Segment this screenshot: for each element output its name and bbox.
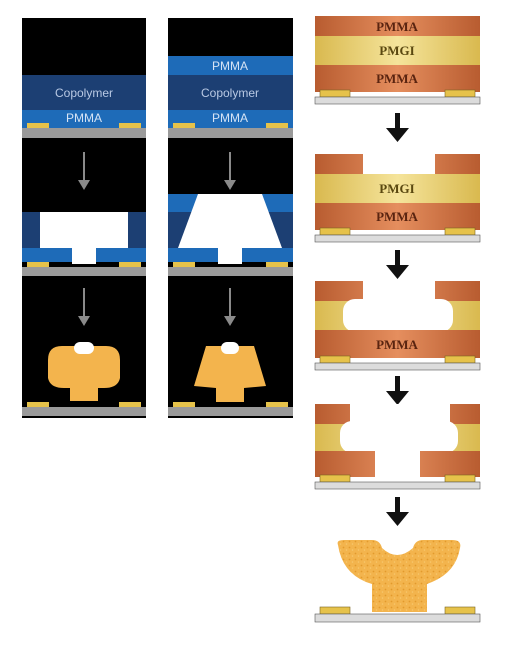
gold-contact-left: [319, 474, 351, 483]
substrate: [22, 407, 146, 416]
step-3-gamma-gate: [168, 342, 293, 416]
pmma-bottom-label: PMMA: [212, 111, 248, 125]
arrow-down-gray-icon: [224, 152, 236, 190]
gold-contact-right: [266, 402, 288, 407]
gold-contact-left: [319, 227, 351, 236]
mushroom-gate-metal: [337, 540, 461, 612]
pmma-bottom-layer: [315, 203, 480, 230]
pmgi-undercut: [343, 299, 453, 332]
pmma-bottom-label: PMMA: [376, 337, 418, 352]
gate-notch: [221, 342, 239, 354]
pmgi-layer: [315, 174, 480, 203]
pmgi-layer: [315, 36, 480, 65]
right-step-1-stack: PMMA PMGI PMMA: [314, 16, 481, 105]
pmma-label: PMMA: [66, 111, 102, 125]
arrow-down-gray-icon: [224, 288, 236, 326]
gold-contact-left: [319, 355, 351, 364]
step-2-developed: [168, 194, 293, 276]
gold-contact-right: [444, 89, 476, 98]
pmma-bottom-label: PMMA: [376, 209, 418, 224]
right-step-2-top-open: PMGI PMMA: [314, 154, 481, 243]
pmma-top-label: PMMA: [376, 19, 418, 34]
arrow-down-gray-icon: [78, 288, 90, 326]
substrate: [22, 267, 146, 276]
copolymer-label: Copolymer: [201, 86, 259, 100]
t-gate-metal: [48, 346, 120, 402]
substrate: [22, 128, 146, 138]
substrate: [168, 267, 293, 276]
gold-contact-right: [119, 123, 141, 128]
gold-contact-left: [319, 89, 351, 98]
t-gate-metal: [194, 346, 266, 402]
arrow-down-black-icon: [386, 250, 409, 279]
bottom-opening: [218, 248, 242, 264]
top-opening: [363, 154, 435, 174]
substrate: [314, 96, 481, 105]
pmma-layer: [22, 110, 146, 128]
right-step-3-undercut: PMMA: [314, 281, 481, 371]
copolymer-layer: [22, 75, 146, 110]
gold-contact-right: [444, 606, 476, 615]
arrow-down-black-icon: [386, 497, 409, 526]
pmma-top-layer: [315, 16, 480, 36]
top-opening: [350, 404, 450, 424]
substrate: [314, 234, 481, 243]
arrow-down-black-icon: [386, 113, 409, 142]
right-step-5-t-gate: [314, 540, 481, 623]
gold-contact-right: [119, 402, 141, 407]
gold-contact-left: [27, 262, 49, 267]
substrate: [168, 128, 293, 138]
undercut-opening: [40, 212, 128, 248]
substrate: [314, 613, 481, 623]
panel-bilayer-copolymer: Copolymer PMMA: [22, 18, 146, 418]
step-1-stack: Copolymer PMMA: [22, 75, 146, 138]
gold-contact-right: [444, 355, 476, 364]
copolymer-label: Copolymer: [55, 86, 113, 100]
gold-contact-left: [319, 606, 351, 615]
pmgi-label: PMGI: [379, 43, 414, 58]
substrate: [168, 407, 293, 416]
substrate: [314, 481, 481, 490]
substrate: [314, 362, 481, 371]
gold-contact-left: [173, 262, 195, 267]
bottom-opening: [72, 248, 96, 264]
top-opening: [363, 281, 435, 301]
gold-contact-right: [444, 227, 476, 236]
gold-contact-right: [266, 262, 288, 267]
panel-trilayer-copolymer: PMMA Copolymer PMMA: [168, 18, 293, 418]
right-step-4-bottom-open: [314, 404, 481, 490]
pmma-bottom-layer: [315, 65, 480, 92]
pmma-top-label: PMMA: [212, 59, 248, 73]
gold-contact-left: [173, 123, 195, 128]
step-3-t-gate: [22, 342, 146, 416]
copolymer-left-wall: [22, 212, 40, 248]
gold-contact-left: [27, 402, 49, 407]
gold-contact-left: [27, 123, 49, 128]
pmgi-undercut: [340, 421, 458, 453]
gold-contact-left: [173, 402, 195, 407]
step-2-developed: [22, 212, 146, 276]
pmma-bottom-layer: [315, 330, 480, 358]
gold-contact-right: [266, 123, 288, 128]
pmma-bottom-layer: [168, 110, 293, 128]
pmma-bottom-label: PMMA: [376, 71, 418, 86]
trapezoid-opening: [178, 194, 282, 248]
arrow-down-black-icon: [386, 376, 409, 405]
gold-contact-right: [444, 474, 476, 483]
gate-notch: [74, 342, 94, 354]
gate-foot-opening: [375, 451, 420, 477]
pmma-top-layer: [168, 56, 293, 75]
step-1-stack: PMMA Copolymer PMMA: [168, 56, 293, 138]
resist-undercut: [22, 212, 146, 262]
copolymer-right-wall: [128, 212, 146, 248]
gold-contact-right: [119, 262, 141, 267]
pmgi-label: PMGI: [379, 181, 414, 196]
arrow-down-gray-icon: [78, 152, 90, 190]
copolymer-layer: [168, 75, 293, 110]
